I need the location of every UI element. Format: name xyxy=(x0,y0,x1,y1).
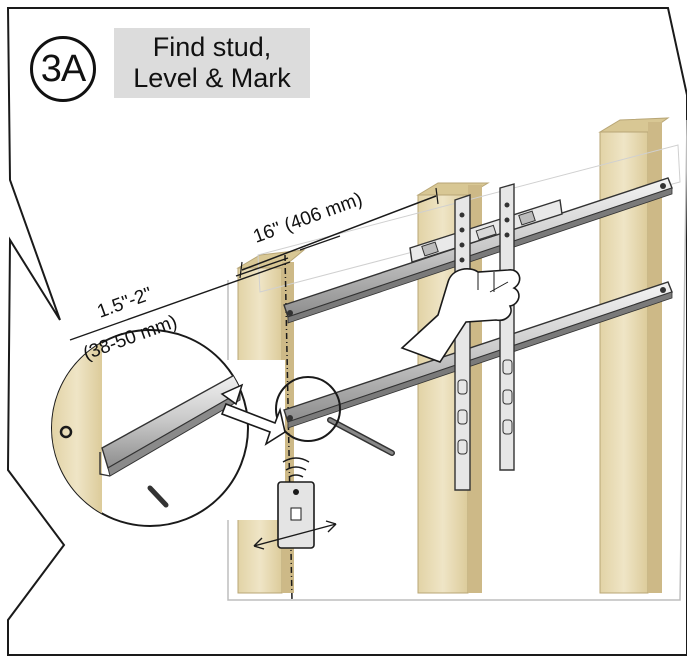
callout-arrow xyxy=(220,402,286,446)
step-number: 3A xyxy=(40,47,86,90)
pencil xyxy=(327,417,395,456)
edge-offset-imperial-label: 1.5"-2" xyxy=(95,284,156,323)
stud-finder xyxy=(253,457,337,550)
step-title-line-2: Level & Mark xyxy=(133,63,291,93)
hand-holding-bracket xyxy=(400,268,521,363)
lower-mounting-rail xyxy=(283,281,673,429)
step-title: Find stud, Level & Mark xyxy=(114,28,310,98)
focus-circle xyxy=(275,376,341,442)
magnified-detail xyxy=(51,329,286,527)
step-number-badge: 3A xyxy=(30,36,96,102)
vertical-mounting-arm-left xyxy=(454,194,471,491)
step-title-line-1: Find stud, xyxy=(152,32,272,62)
stud-spacing-label: 16" (406 mm) xyxy=(251,189,366,248)
panel-frame xyxy=(6,7,687,656)
vertical-mounting-arm-right xyxy=(499,183,515,471)
bubble-level xyxy=(409,199,563,263)
